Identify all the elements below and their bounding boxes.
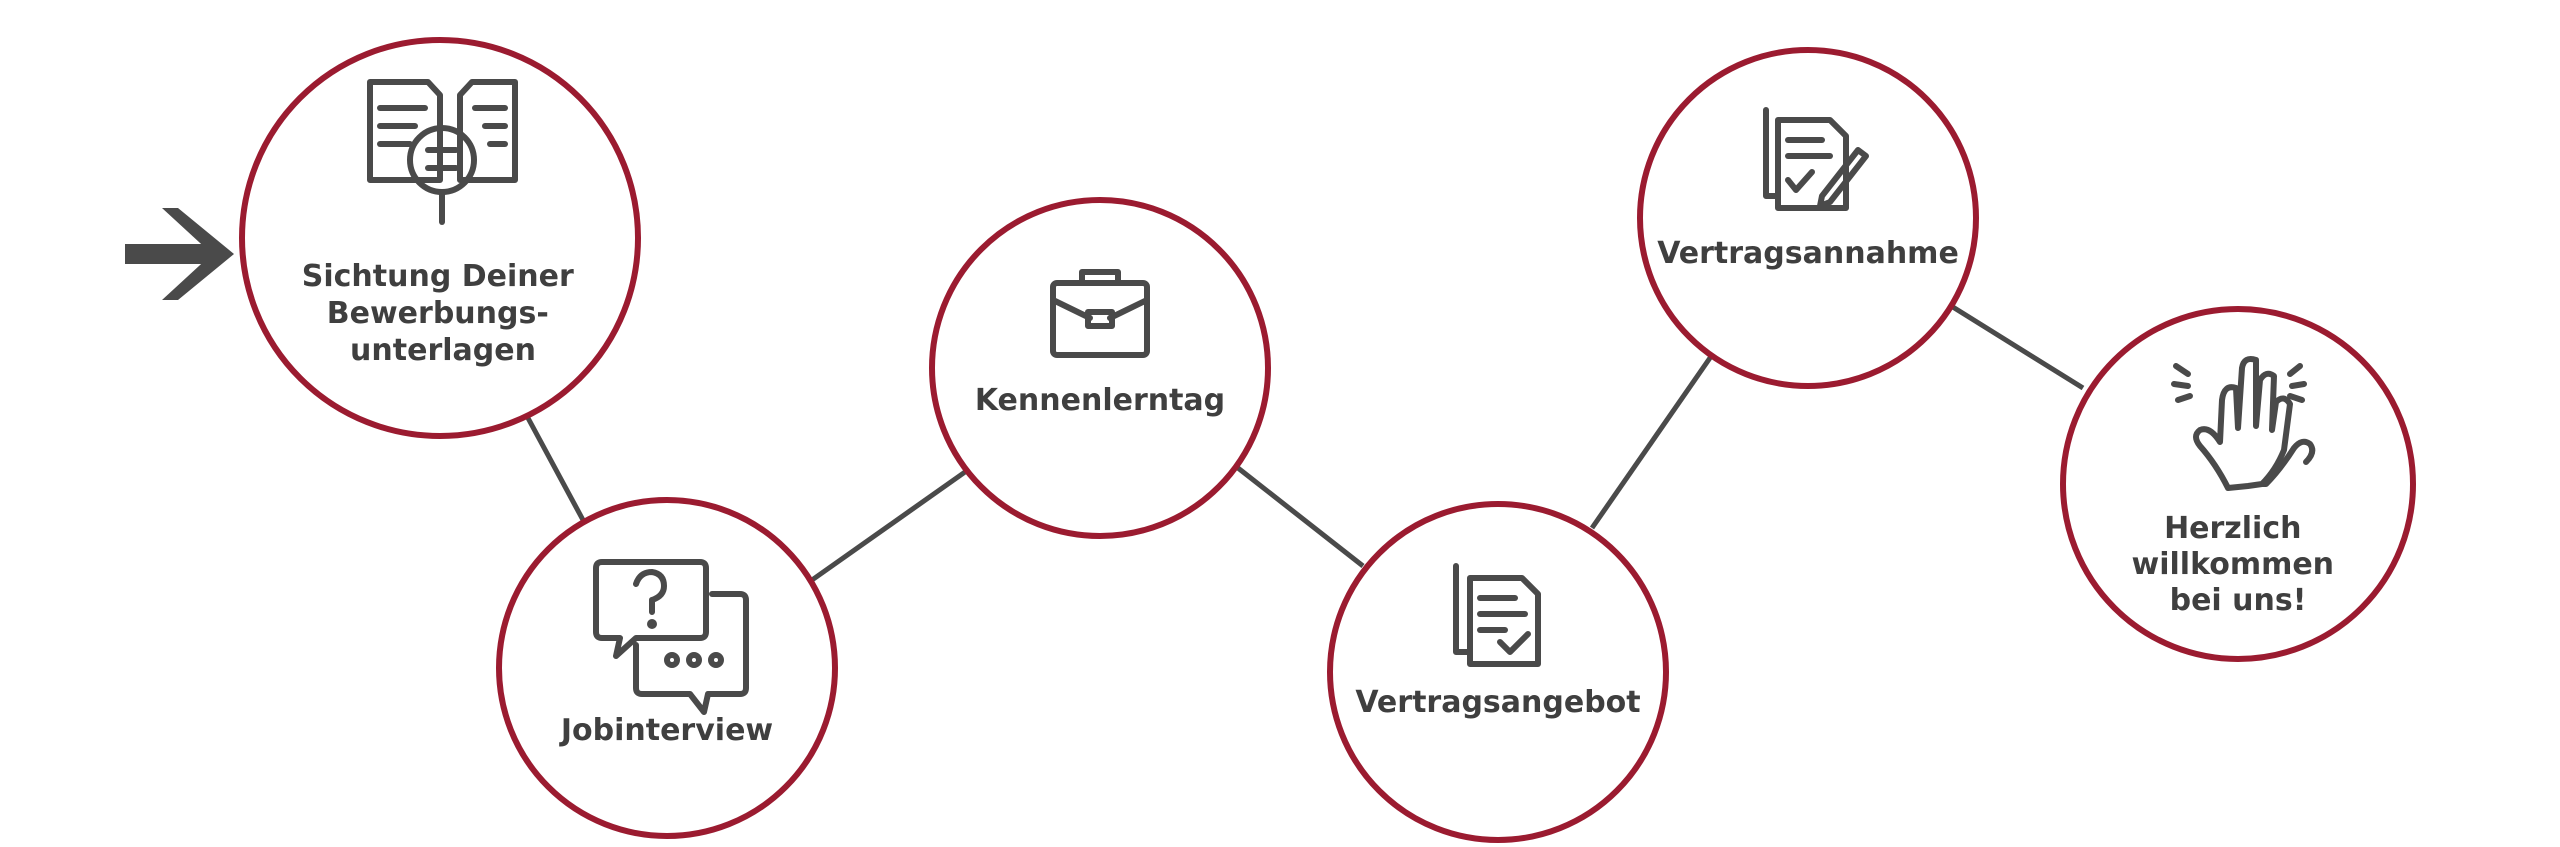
step-sichtung: Sichtung Deiner Bewerbungs- unterlagen [239,37,641,439]
step-label-line: Herzlich [2164,511,2301,546]
connector-4-5 [1589,353,1715,530]
connector-2-3 [810,469,967,583]
step-label-line: bei uns! [2170,583,2307,618]
connector-3-4 [1236,466,1365,568]
arrow-right-icon [125,208,234,300]
step-ring [929,197,1271,539]
connectors [525,301,2085,583]
speech-bubbles-question-icon [593,559,749,715]
svg-text:Kennenlerntag: Kennenlerntag [975,383,1225,418]
svg-text:Herzlich willkommen: Herzlich willkommen bei uns! [2132,511,2345,618]
svg-text:Vertragsannahme: Vertragsannahme [1657,236,1959,271]
high-five-icon [2171,356,2316,491]
svg-text:Sichtung Deiner Bewerbun: Sichtung Deiner Bewerbungs- unterlagen [302,259,585,368]
step-jobinterview: Jobinterview [496,497,838,839]
connector-5-6 [1946,301,2085,391]
svg-text:Vertragsangebot: Vertragsangebot [1355,685,1640,720]
step-vertragsannahme: Vertragsannahme [1637,47,1979,389]
step-willkommen: Herzlich willkommen bei uns! [2060,306,2416,662]
step-label-line: Vertragsangebot [1355,685,1640,720]
document-review-magnifier-icon [367,79,518,225]
document-checkmark-icon [1453,563,1541,667]
step-kennenlerntag: Kennenlerntag [929,197,1271,539]
step-label-line: Kennenlerntag [975,383,1225,418]
step-ring [1327,501,1669,843]
step-label-line: unterlagen [350,333,536,368]
step-ring [1637,47,1979,389]
step-ring [239,37,641,439]
step-label-line: willkommen [2132,547,2335,582]
step-label-line: Bewerbungs- [327,296,549,331]
step-vertragsangebot: Vertragsangebot [1327,501,1669,843]
connector-1-2 [525,416,586,522]
step-label-line: Jobinterview [559,713,773,748]
contract-signing-icon [1763,107,1869,211]
step-label-line: Vertragsannahme [1657,236,1959,271]
step-ring [496,497,838,839]
svg-text:Jobinterview: Jobinterview [559,713,773,748]
briefcase-icon [1050,269,1150,358]
step-label-line: Sichtung Deiner [302,259,574,294]
